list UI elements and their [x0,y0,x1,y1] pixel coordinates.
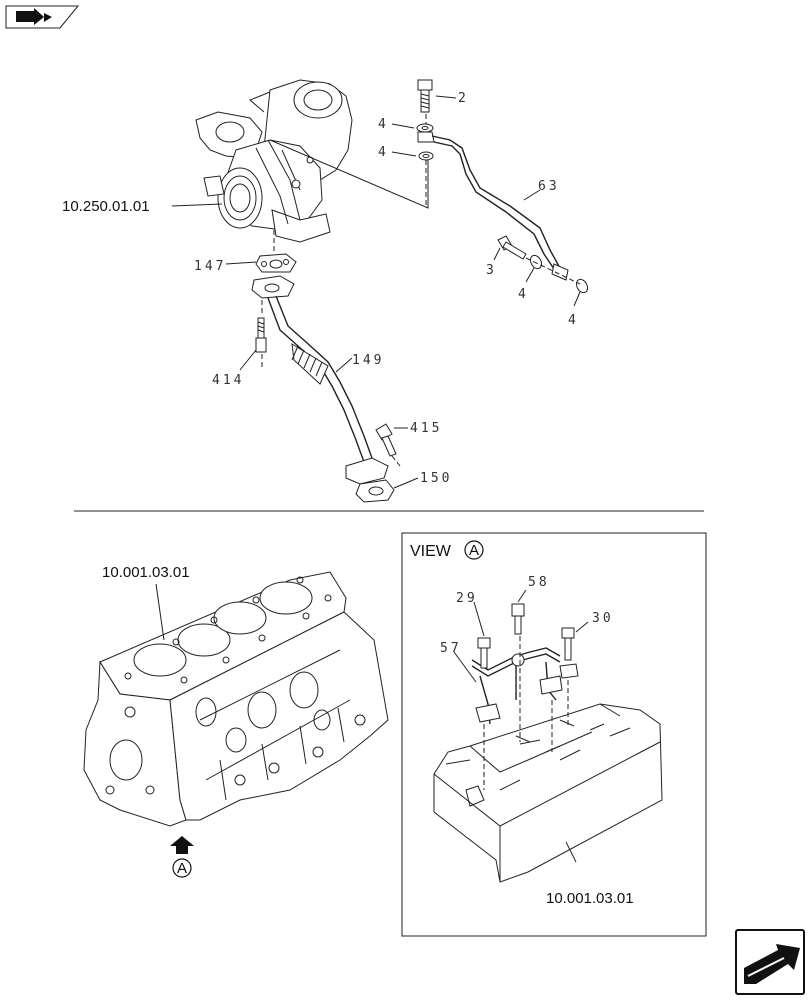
callout-4: 4 [378,145,389,160]
book-arrow-icon[interactable] [5,5,80,29]
callout-57: 57 [440,641,462,656]
turbocharger-drawing [195,79,353,243]
top-callouts: 2 4 4 63 3 4 4 10.250.01.01 147 414 149 … [62,91,581,489]
callout-4: 4 [568,313,579,328]
oil-feed-pipe [416,79,589,294]
callout-3: 3 [486,263,497,278]
oil-return-pipe [251,230,401,503]
callout-149: 149 [352,353,384,368]
view-callouts: 29 58 30 57 [440,575,614,656]
view-marker-a: A [469,542,479,559]
callout-4: 4 [518,287,529,302]
callout-2: 2 [458,91,469,106]
callout-29: 29 [456,591,478,606]
view-block-ref-label: 10.001.03.01 [546,890,634,907]
callout-58: 58 [528,575,550,590]
section-marker-a: A [177,860,187,877]
callout-147: 147 [194,259,226,274]
block-ref-label: 10.001.03.01 [102,564,190,581]
engine-block-drawing: A [83,571,389,878]
callout-30: 30 [592,611,614,626]
next-page-arrow-icon[interactable] [735,929,805,995]
callout-150: 150 [420,471,452,486]
callout-414: 414 [212,373,244,388]
callout-4: 4 [378,117,389,132]
turbo-ref-label: 10.250.01.01 [62,198,150,215]
callout-63: 63 [538,179,560,194]
callout-415: 415 [410,421,442,436]
view-a-panel: VIEW A [401,532,707,937]
view-label: VIEW [410,543,452,560]
